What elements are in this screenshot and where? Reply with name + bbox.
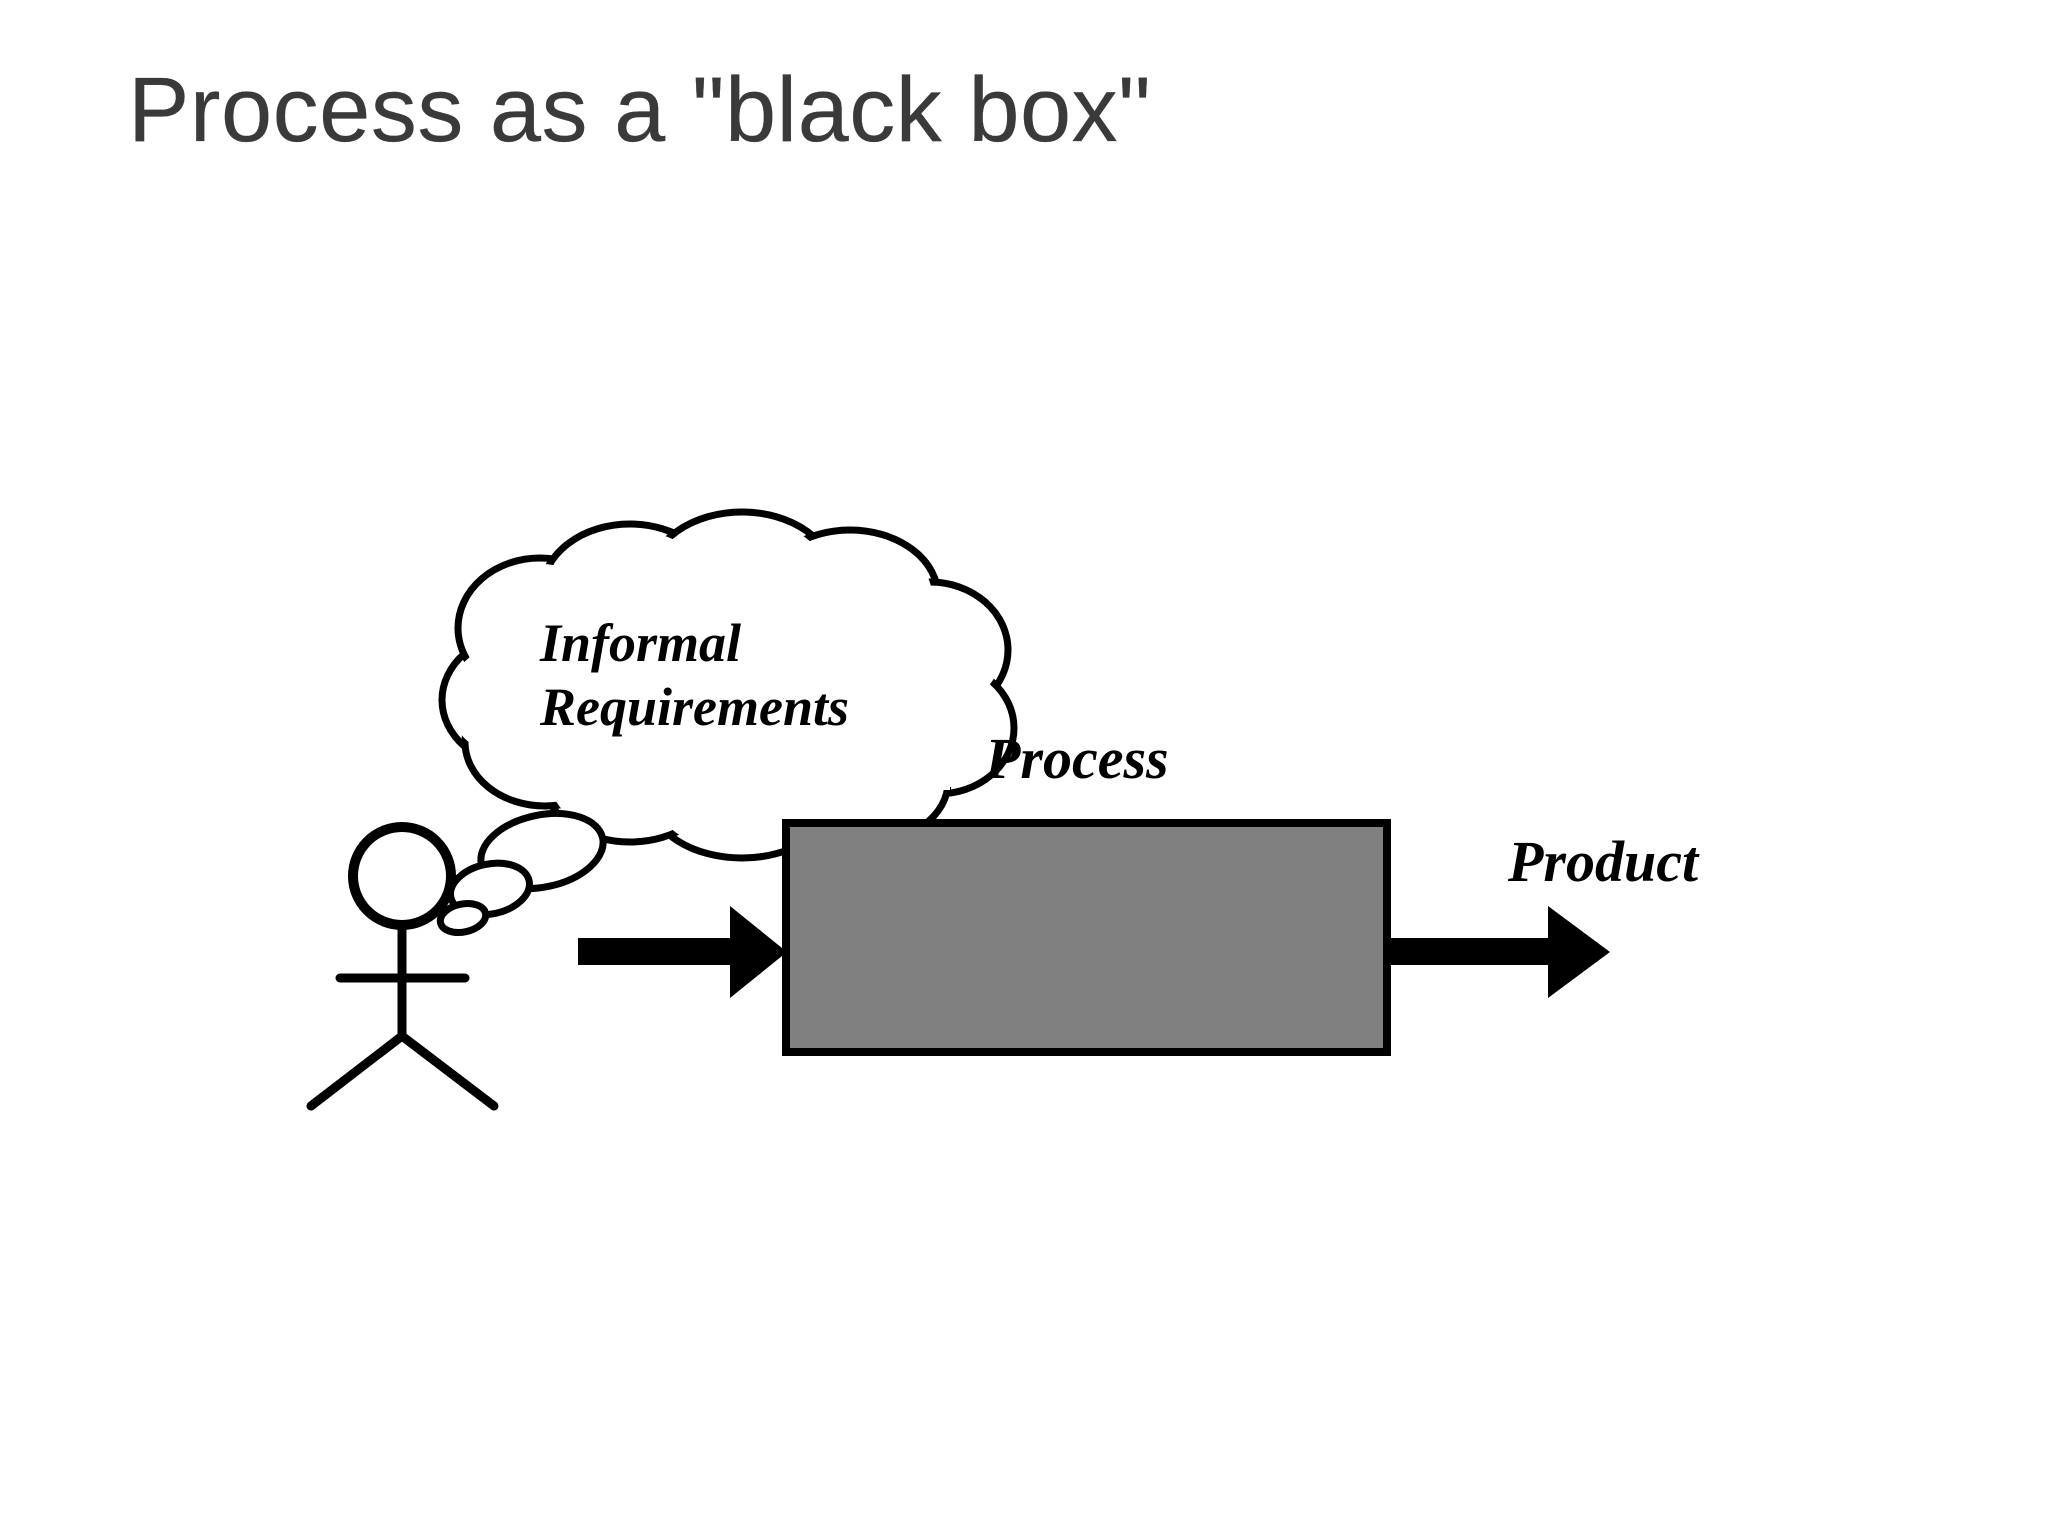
- output-arrow: [1388, 906, 1610, 998]
- page-title: Process as a "black box": [128, 59, 1152, 161]
- process-box: [782, 819, 1391, 1056]
- stick-figure: [306, 822, 499, 1111]
- process-box-label: Process: [985, 726, 1169, 791]
- thought-bubble-text: Informal Requirements: [540, 612, 870, 739]
- thought-tail-bubble-small: [436, 899, 490, 937]
- thought-bubble: [436, 508, 1018, 937]
- output-arrow-shaft: [1388, 938, 1548, 965]
- input-arrow-shaft: [578, 938, 730, 965]
- stick-figure-head: [348, 822, 456, 930]
- stick-figure-leg-right: [397, 1031, 499, 1111]
- product-label: Product: [1508, 829, 1699, 894]
- output-arrow-head: [1548, 906, 1610, 998]
- thought-bubble-line-2: Requirements: [540, 676, 850, 737]
- input-arrow-head: [730, 906, 787, 998]
- thought-bubble-line-1: Informal: [540, 613, 742, 673]
- stick-figure-leg-left: [306, 1031, 407, 1111]
- input-arrow: [578, 906, 787, 998]
